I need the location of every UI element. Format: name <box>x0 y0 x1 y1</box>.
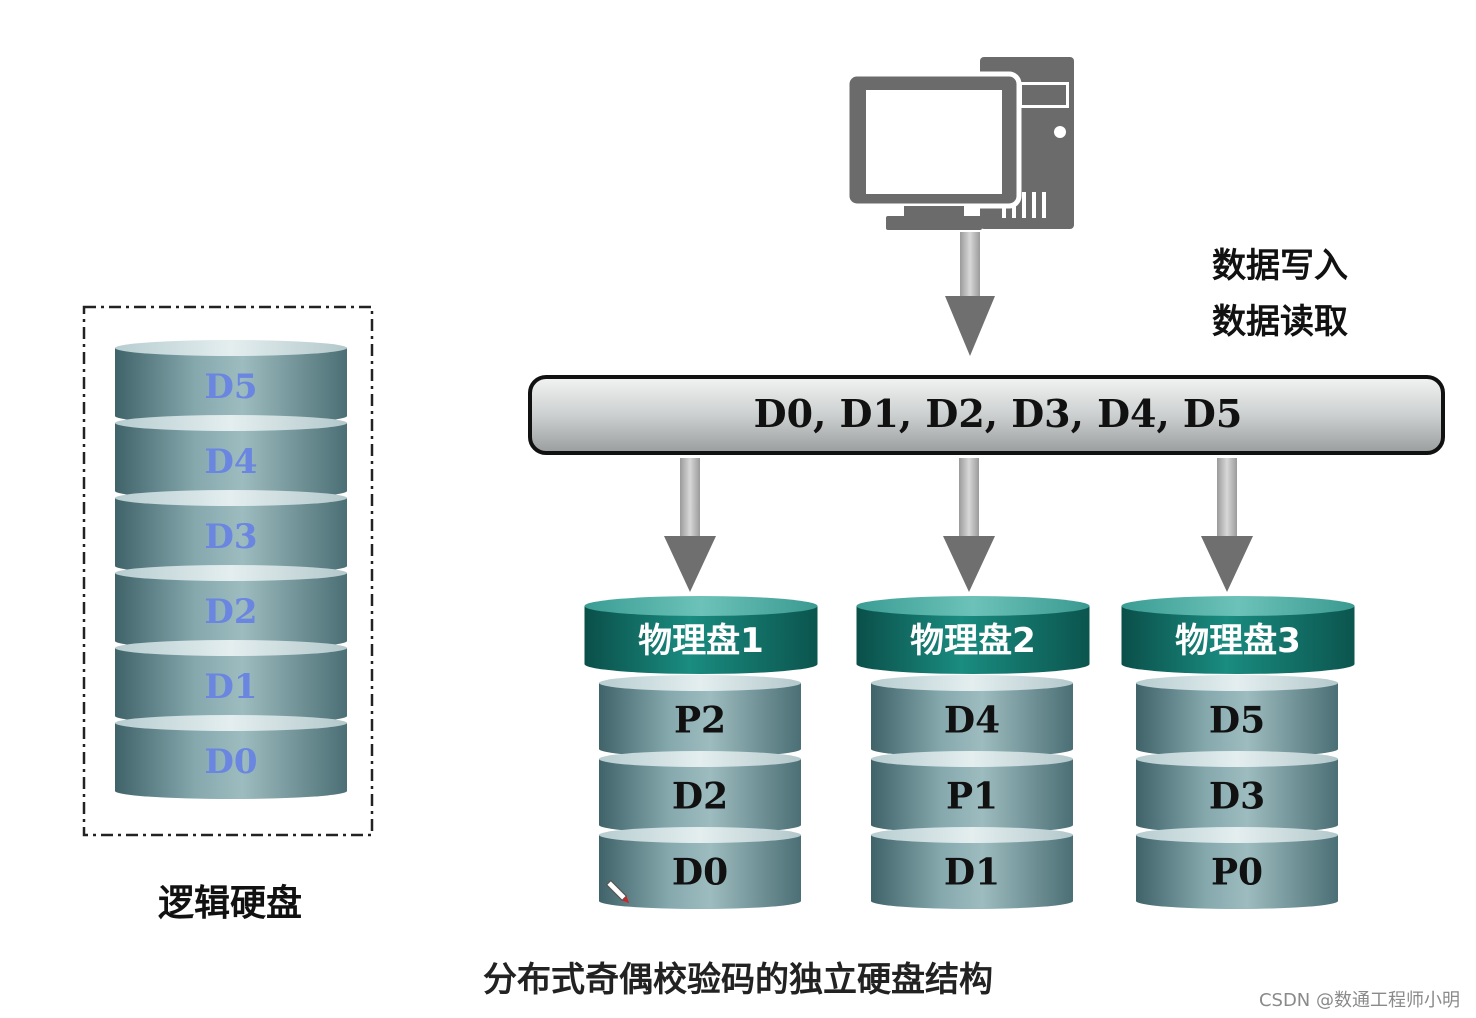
physical-block-label: D5 <box>1209 700 1265 742</box>
logical-block: D2 <box>115 565 347 649</box>
watermark: CSDN @数通工程师小明 <box>1258 990 1460 1011</box>
physical-block-label: D1 <box>944 852 1000 894</box>
physical-block: D5 <box>1136 675 1338 757</box>
physical-block-label: D3 <box>1209 776 1265 818</box>
physical-block-label: D0 <box>672 852 728 894</box>
logical-block: D5 <box>115 340 347 424</box>
physical-disk-header-label: 物理盘2 <box>910 621 1036 661</box>
arrow-computer-to-bus <box>945 232 995 356</box>
physical-block: D4 <box>871 675 1073 757</box>
logical-disk-label: 逻辑硬盘 <box>157 883 302 924</box>
physical-block: D0 <box>599 827 801 909</box>
logical-block-label: D3 <box>204 517 257 557</box>
physical-block-label: P1 <box>946 776 998 818</box>
physical-block: P0 <box>1136 827 1338 909</box>
physical-disk-header: 物理盘2 <box>856 596 1090 674</box>
arrow-bus-to-disk-3 <box>1201 458 1253 592</box>
logical-block-label: D0 <box>204 742 257 782</box>
logical-block: D3 <box>115 490 347 574</box>
diagram-caption: 分布式奇偶校验码的独立硬盘结构 <box>483 960 993 1000</box>
logical-block-label: D2 <box>204 592 257 632</box>
physical-block-label: D4 <box>944 700 1000 742</box>
bus-label: D0, D1, D2, D3, D4, D5 <box>754 391 1243 436</box>
logical-disk-frame <box>82 305 374 837</box>
physical-block: P1 <box>871 751 1073 833</box>
arrow-bus-to-disk-1 <box>664 458 716 592</box>
physical-block-label: P0 <box>1211 852 1263 894</box>
logical-block-label: D1 <box>204 667 257 707</box>
physical-block: D2 <box>599 751 801 833</box>
physical-disk-header: 物理盘1 <box>584 596 818 674</box>
pen-cursor-icon <box>605 879 630 904</box>
physical-disk-header-label: 物理盘1 <box>638 621 764 661</box>
arrow-bus-to-disk-2 <box>943 458 995 592</box>
logical-block-label: D5 <box>204 367 257 407</box>
physical-block-label: D2 <box>672 776 728 818</box>
physical-disk-header: 物理盘3 <box>1121 596 1355 674</box>
data-bus: D0, D1, D2, D3, D4, D5 <box>528 375 1445 455</box>
computer-icon <box>844 57 1074 230</box>
physical-block: D3 <box>1136 751 1338 833</box>
physical-block-label: P2 <box>674 700 726 742</box>
logical-block: D0 <box>115 715 347 799</box>
logical-block-label: D4 <box>204 442 257 482</box>
data-read-label: 数据读取 <box>1212 302 1348 342</box>
physical-disk-header-label: 物理盘3 <box>1175 621 1301 661</box>
logical-block: D1 <box>115 640 347 724</box>
data-write-label: 数据写入 <box>1212 246 1348 286</box>
physical-block: P2 <box>599 675 801 757</box>
logical-block: D4 <box>115 415 347 499</box>
physical-block: D1 <box>871 827 1073 909</box>
